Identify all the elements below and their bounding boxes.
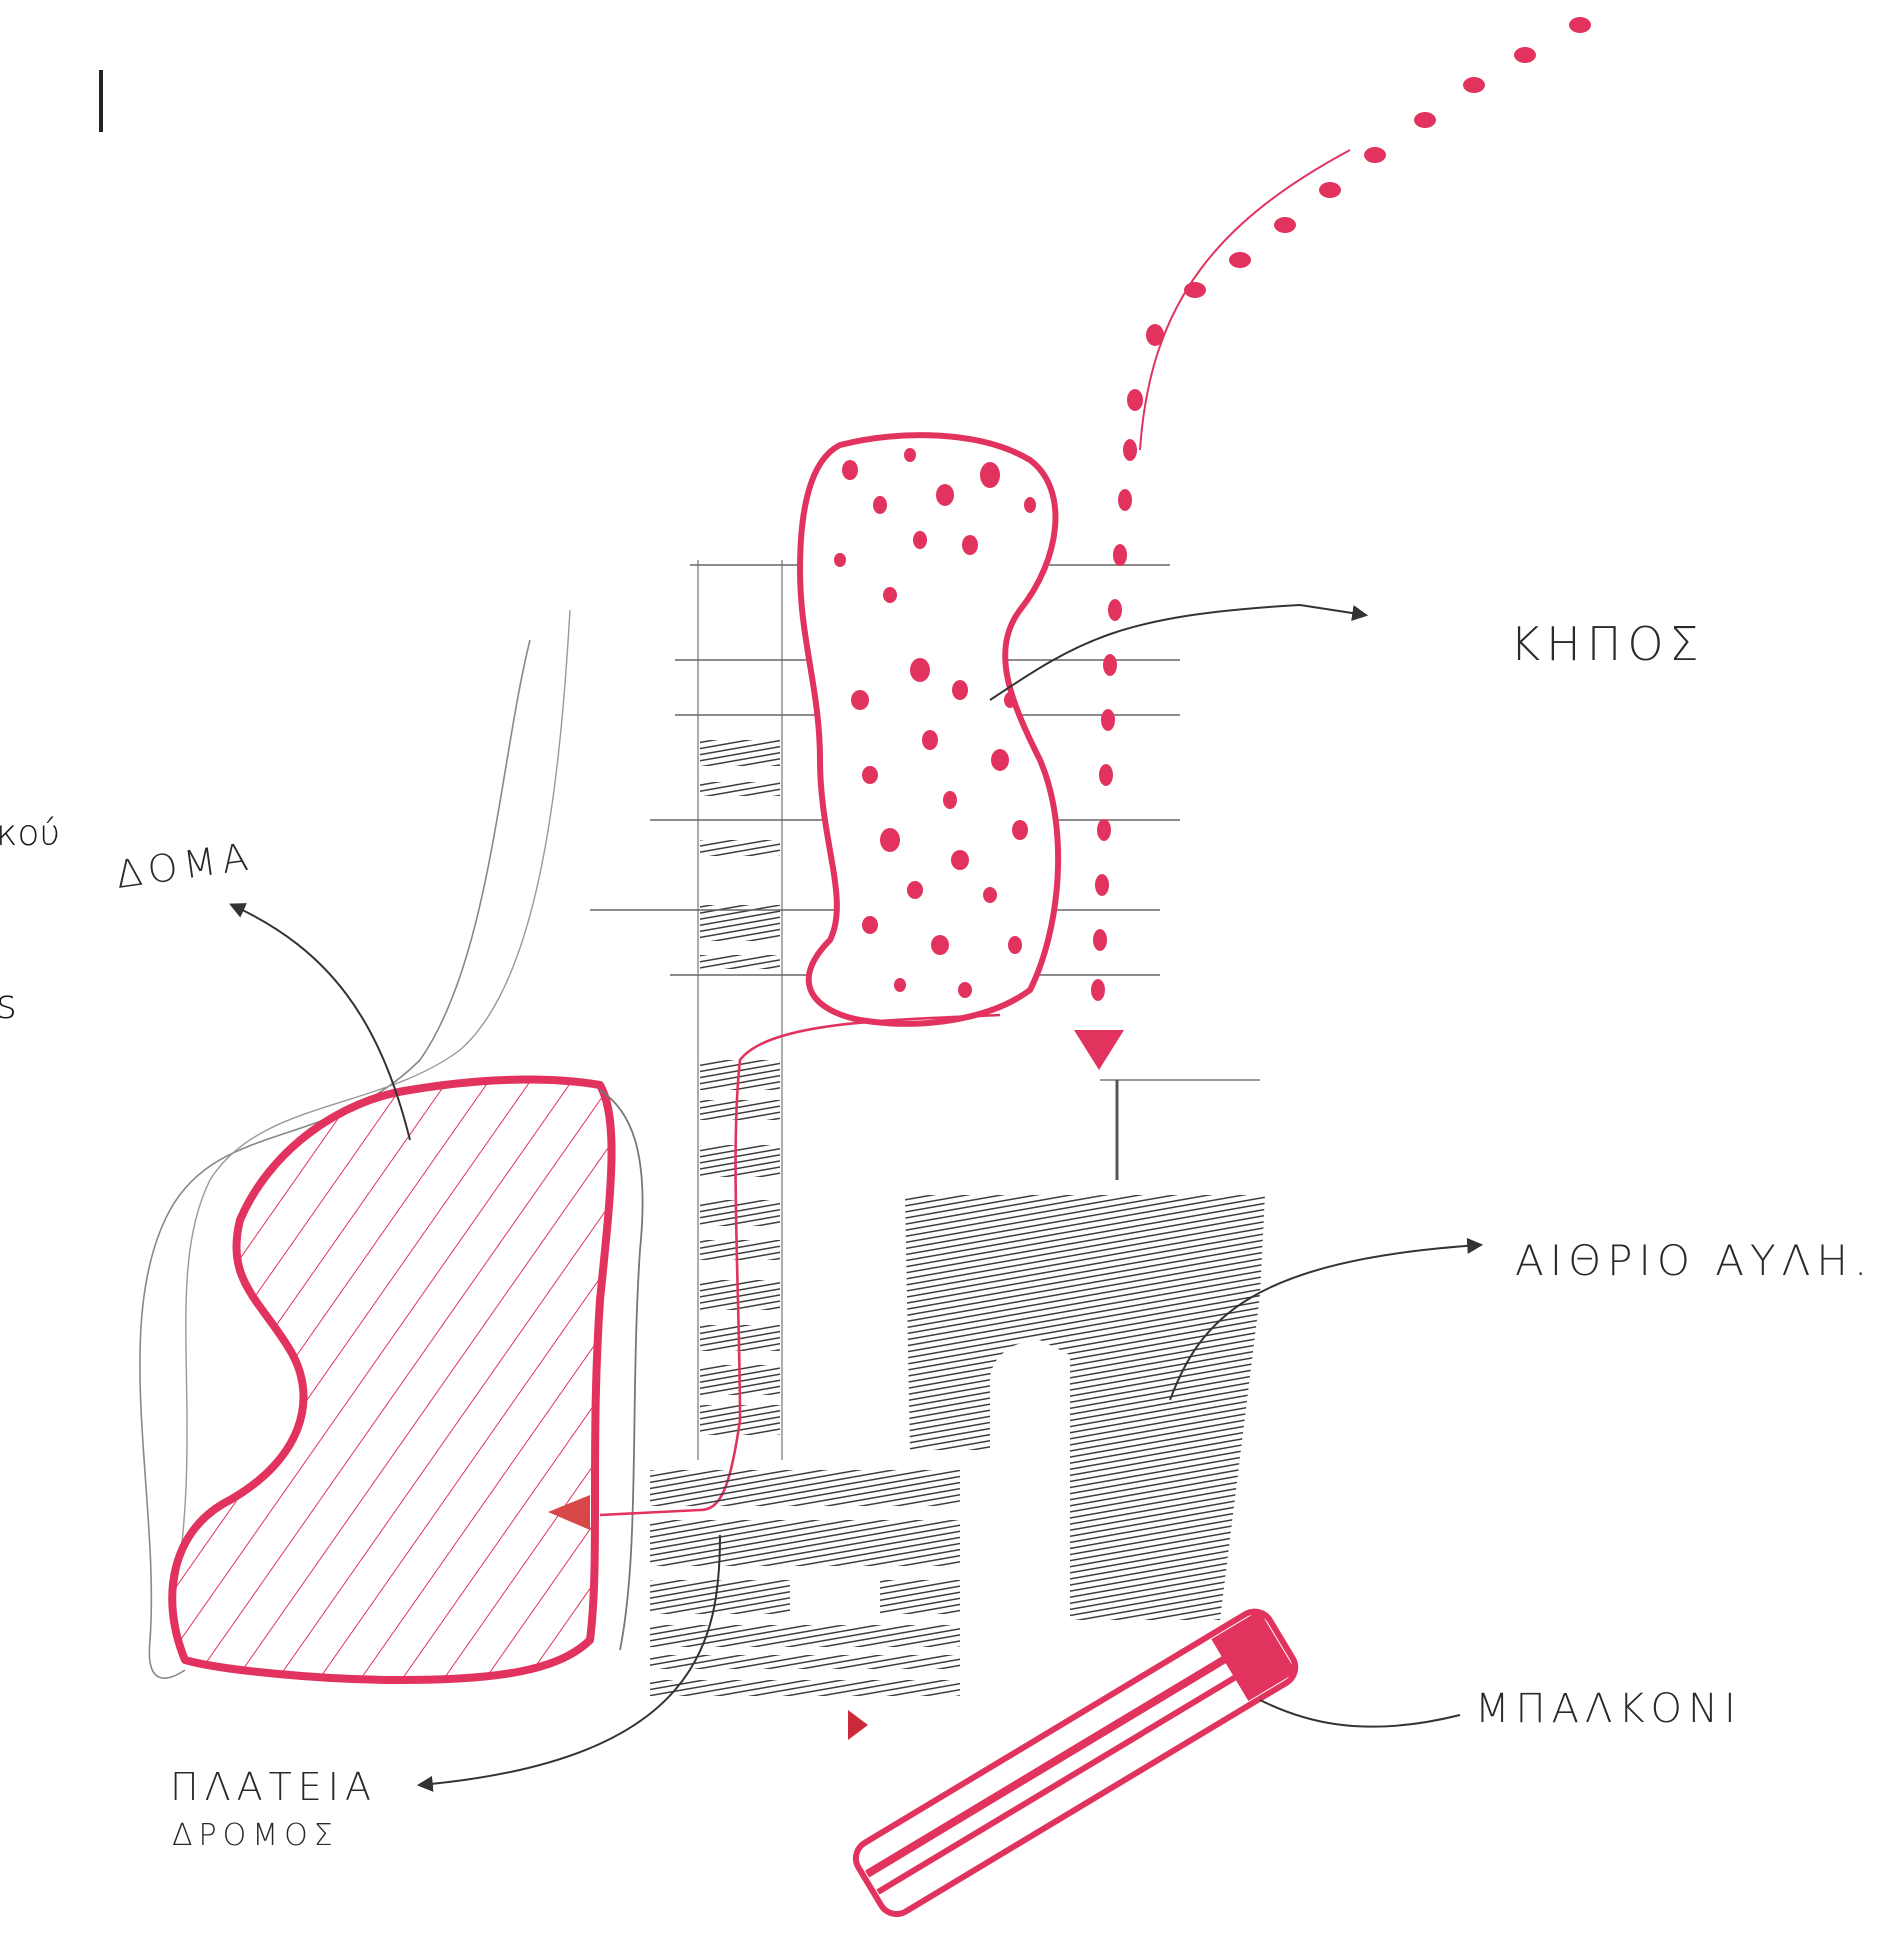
leader-garden <box>990 605 1365 700</box>
structure-building <box>172 1080 611 1680</box>
label-courtyard: ΑΙΘΡΙΟ ΑΥΛΗ. <box>1515 1236 1873 1285</box>
small-triangle-marker <box>848 1710 868 1740</box>
dotted-route-guide <box>1140 150 1350 450</box>
garden-blob <box>800 435 1058 1024</box>
label-square-line2: ΔΡΟΜΟΣ <box>172 1818 339 1853</box>
label-balcony: ΜΠΑΛΚΟΝΙ <box>1475 1686 1742 1732</box>
label-square-line1: ΠΛΑΤΕΙΑ <box>170 1765 377 1809</box>
route-arrowhead <box>1074 1030 1124 1070</box>
tower-bands <box>698 560 782 1460</box>
square-block <box>650 1470 960 1696</box>
dotted-route <box>1091 17 1591 1001</box>
margin-fragment-1: κού <box>0 813 60 854</box>
label-structure: ΔΟΜΑ <box>113 834 256 897</box>
label-garden: ΚΗΠΟΣ <box>1510 617 1705 671</box>
leader-balcony <box>1260 1700 1460 1727</box>
balcony <box>849 1605 1302 1921</box>
margin-fragment-2: s <box>0 982 17 1028</box>
